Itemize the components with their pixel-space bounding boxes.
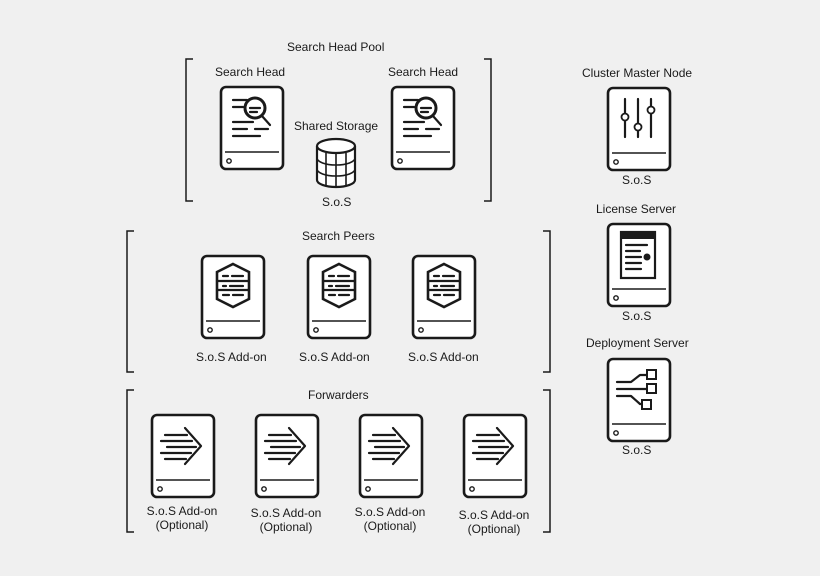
search-peer-server <box>306 254 372 340</box>
search-peer-server <box>200 254 266 340</box>
power-led <box>418 327 424 333</box>
cluster-master-title: Cluster Master Node <box>582 66 693 80</box>
forwarder-arrow-icon <box>471 426 515 466</box>
indexer-hexagon-icon <box>215 262 251 309</box>
forwarder-server <box>254 413 320 499</box>
power-led <box>397 158 403 164</box>
power-led <box>226 158 232 164</box>
search-peer-server <box>411 254 477 340</box>
indexer-hexagon-icon <box>321 262 357 309</box>
forwarder-caption: S.o.S Add-on (Optional) <box>354 505 426 533</box>
search-peer-caption: S.o.S Add-on <box>408 350 479 364</box>
shared-storage-label: Shared Storage <box>294 119 379 133</box>
shared-storage-caption: S.o.S <box>322 195 352 209</box>
server-chassis <box>606 357 672 443</box>
forwarders-title: Forwarders <box>308 388 369 402</box>
search-head-label: Search Head <box>388 65 459 79</box>
license-server-caption: S.o.S <box>622 309 652 323</box>
search-head-pool-bracket <box>185 58 492 202</box>
server-chassis <box>358 413 424 499</box>
forwarder-arrow-icon <box>367 426 411 466</box>
deployment-server-server <box>606 357 672 443</box>
shared-storage-icon <box>315 137 357 189</box>
forwarder-arrow-icon <box>263 426 307 466</box>
document-magnifier-icon <box>231 96 272 138</box>
forwarder-arrow-icon <box>159 426 203 466</box>
forwarder-caption: S.o.S Add-on (Optional) <box>146 504 218 532</box>
forwarder-server <box>150 413 216 499</box>
power-led <box>365 486 371 492</box>
license-server-server <box>606 222 672 308</box>
cluster-master-caption: S.o.S <box>622 173 652 187</box>
license-document-icon <box>619 230 657 280</box>
search-peers-bracket <box>126 230 551 373</box>
power-led <box>469 486 475 492</box>
server-chassis <box>462 413 528 499</box>
indexer-hexagon-icon <box>426 262 462 309</box>
search-head-server <box>390 85 456 171</box>
search-peer-caption: S.o.S Add-on <box>196 350 267 364</box>
power-led <box>261 486 267 492</box>
deployment-tree-icon <box>615 369 657 410</box>
cluster-master-server <box>606 86 672 172</box>
forwarder-caption: S.o.S Add-on (Optional) <box>458 508 530 536</box>
forwarder-server <box>358 413 424 499</box>
search-peer-caption: S.o.S Add-on <box>299 350 370 364</box>
search-peers-title: Search Peers <box>302 229 375 243</box>
deployment-server-title: Deployment Server <box>586 336 689 350</box>
power-led <box>207 327 213 333</box>
power-led <box>157 486 163 492</box>
power-led <box>613 159 619 165</box>
deployment-server-caption: S.o.S <box>622 443 652 457</box>
power-led <box>613 295 619 301</box>
forwarders-bracket <box>126 389 551 533</box>
search-head-label: Search Head <box>215 65 286 79</box>
forwarder-server <box>462 413 528 499</box>
power-led <box>313 327 319 333</box>
slider-controls-icon <box>620 97 656 139</box>
license-server-title: License Server <box>596 202 677 216</box>
forwarder-caption: S.o.S Add-on (Optional) <box>250 506 322 534</box>
server-chassis <box>254 413 320 499</box>
server-chassis <box>150 413 216 499</box>
power-led <box>613 430 619 436</box>
search-head-server <box>219 85 285 171</box>
document-magnifier-icon <box>402 96 443 138</box>
search-head-pool-title: Search Head Pool <box>287 40 385 54</box>
